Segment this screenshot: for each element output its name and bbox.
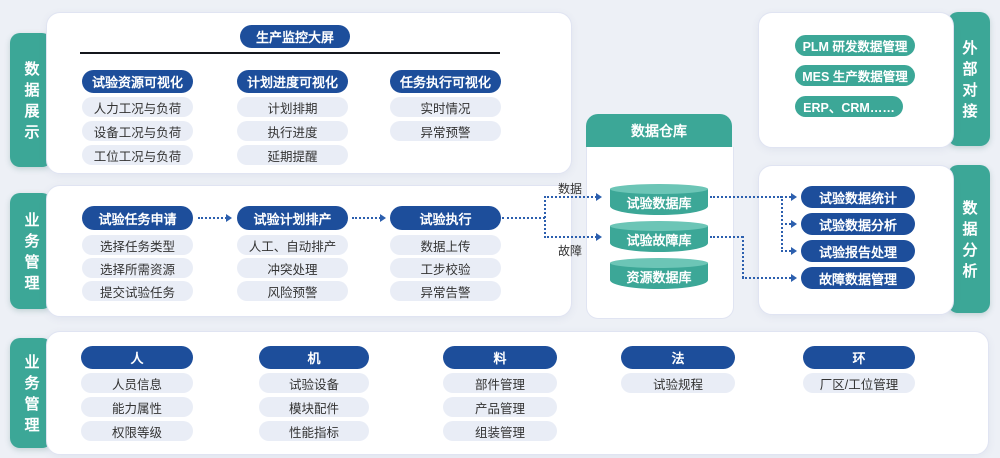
- section-tab-label: 数据分析: [960, 200, 978, 284]
- flow-line-faultdb-out: [710, 236, 743, 238]
- item-plan-schedule: 计划排期: [237, 97, 348, 117]
- section-tab-label: 业务管理: [22, 212, 40, 296]
- cylinder-top: [610, 184, 708, 194]
- item-anomaly-alert: 异常告警: [390, 281, 501, 301]
- database-label: 资源数据库: [626, 270, 692, 285]
- section-tab-business: 业务管理: [10, 193, 52, 309]
- node-task-execution-visualization: 任务执行可视化: [390, 70, 501, 93]
- node-test-resource-visualization: 试验资源可视化: [82, 70, 193, 93]
- section-tab-external: 外部对接: [948, 12, 990, 146]
- item-submit-test-task: 提交试验任务: [82, 281, 193, 301]
- item-realtime-status: 实时情况: [390, 97, 501, 117]
- item-capability-attributes: 能力属性: [81, 397, 193, 417]
- flow-line-exec-out: [502, 217, 545, 219]
- section-tab-analysis: 数据分析: [948, 165, 990, 313]
- flow-arrow-fault-to-db: [544, 233, 602, 241]
- node-environment: 环: [803, 346, 915, 369]
- panel-external: [758, 12, 954, 148]
- item-data-upload: 数据上传: [390, 235, 501, 255]
- item-risk-warning: 风险预警: [237, 281, 348, 301]
- item-assembly-management: 组装管理: [443, 421, 557, 441]
- item-product-management: 产品管理: [443, 397, 557, 417]
- flow-line-faultdb-down: [742, 236, 744, 278]
- flow-arrow-task-to-plan: [198, 214, 232, 222]
- node-test-plan-scheduling: 试验计划排产: [237, 206, 348, 230]
- section-tab-data-display: 数据展示: [10, 33, 52, 167]
- node-test-data-analysis: 试验数据分析: [801, 213, 915, 235]
- node-plan-progress-visualization: 计划进度可视化: [237, 70, 348, 93]
- item-component-management: 部件管理: [443, 373, 557, 393]
- database-label: 试验数据库: [626, 196, 692, 211]
- node-fault-data-management: 故障数据管理: [801, 267, 915, 289]
- item-conflict-handling: 冲突处理: [237, 258, 348, 278]
- flow-arrow-to-stats: [781, 193, 797, 201]
- item-personnel-info: 人员信息: [81, 373, 193, 393]
- node-erp-crm: ERP、CRM……: [795, 96, 903, 117]
- item-factory-station-management: 厂区/工位管理: [803, 373, 915, 393]
- section-tab-label: 业务管理: [22, 354, 40, 438]
- item-delay-reminder: 延期提醒: [237, 145, 348, 165]
- node-material: 料: [443, 346, 557, 369]
- cylinder-top: [610, 221, 708, 231]
- flow-arrow-data-to-db: [544, 193, 602, 201]
- item-manual-auto-scheduling: 人工、自动排产: [237, 235, 348, 255]
- flow-arrow-plan-to-exec: [352, 214, 386, 222]
- item-performance-metrics: 性能指标: [259, 421, 369, 441]
- item-permission-levels: 权限等级: [81, 421, 193, 441]
- node-machine: 机: [259, 346, 369, 369]
- flow-line-testdb-out: [710, 196, 782, 198]
- node-test-execution: 试验执行: [390, 206, 501, 230]
- item-test-equipment: 试验设备: [259, 373, 369, 393]
- node-mes: MES 生产数据管理: [795, 65, 915, 86]
- node-test-report-processing: 试验报告处理: [801, 240, 915, 262]
- item-equipment-load: 设备工况与负荷: [82, 121, 193, 141]
- warehouse-header: 数据仓库: [586, 114, 732, 147]
- item-station-load: 工位工况与负荷: [82, 145, 193, 165]
- item-manpower-load: 人力工况与负荷: [82, 97, 193, 117]
- node-plm: PLM 研发数据管理: [795, 35, 915, 56]
- item-execution-progress: 执行进度: [237, 121, 348, 141]
- database-cylinder-resource: 资源数据库: [610, 258, 708, 289]
- item-module-parts: 模块配件: [259, 397, 369, 417]
- flow-arrow-to-analysis: [781, 220, 797, 228]
- flow-label-data: 数据: [558, 182, 583, 196]
- node-method: 法: [621, 346, 735, 369]
- section-tab-foundation: 业务管理: [10, 338, 52, 448]
- item-test-procedures: 试验规程: [621, 373, 735, 393]
- item-step-verification: 工步校验: [390, 258, 501, 278]
- flow-arrow-to-fault-mgmt: [742, 274, 797, 282]
- node-people: 人: [81, 346, 193, 369]
- section-tab-label: 数据展示: [22, 61, 40, 145]
- flow-label-fault: 故障: [558, 244, 583, 258]
- item-select-resources: 选择所需资源: [82, 258, 193, 278]
- flow-line-exec-split: [544, 196, 546, 238]
- item-anomaly-warning: 异常预警: [390, 121, 501, 141]
- node-test-task-request: 试验任务申请: [82, 206, 193, 230]
- title-underline: [80, 52, 500, 54]
- database-cylinder-test-fault: 试验故障库: [610, 221, 708, 252]
- flow-arrow-to-report: [781, 247, 797, 255]
- node-test-data-statistics: 试验数据统计: [801, 186, 915, 208]
- database-cylinder-test-data: 试验数据库: [610, 184, 708, 215]
- database-label: 试验故障库: [626, 233, 692, 248]
- cylinder-top: [610, 258, 708, 268]
- node-production-monitor-screen: 生产监控大屏: [240, 25, 350, 48]
- item-select-task-type: 选择任务类型: [82, 235, 193, 255]
- section-tab-label: 外部对接: [960, 40, 978, 124]
